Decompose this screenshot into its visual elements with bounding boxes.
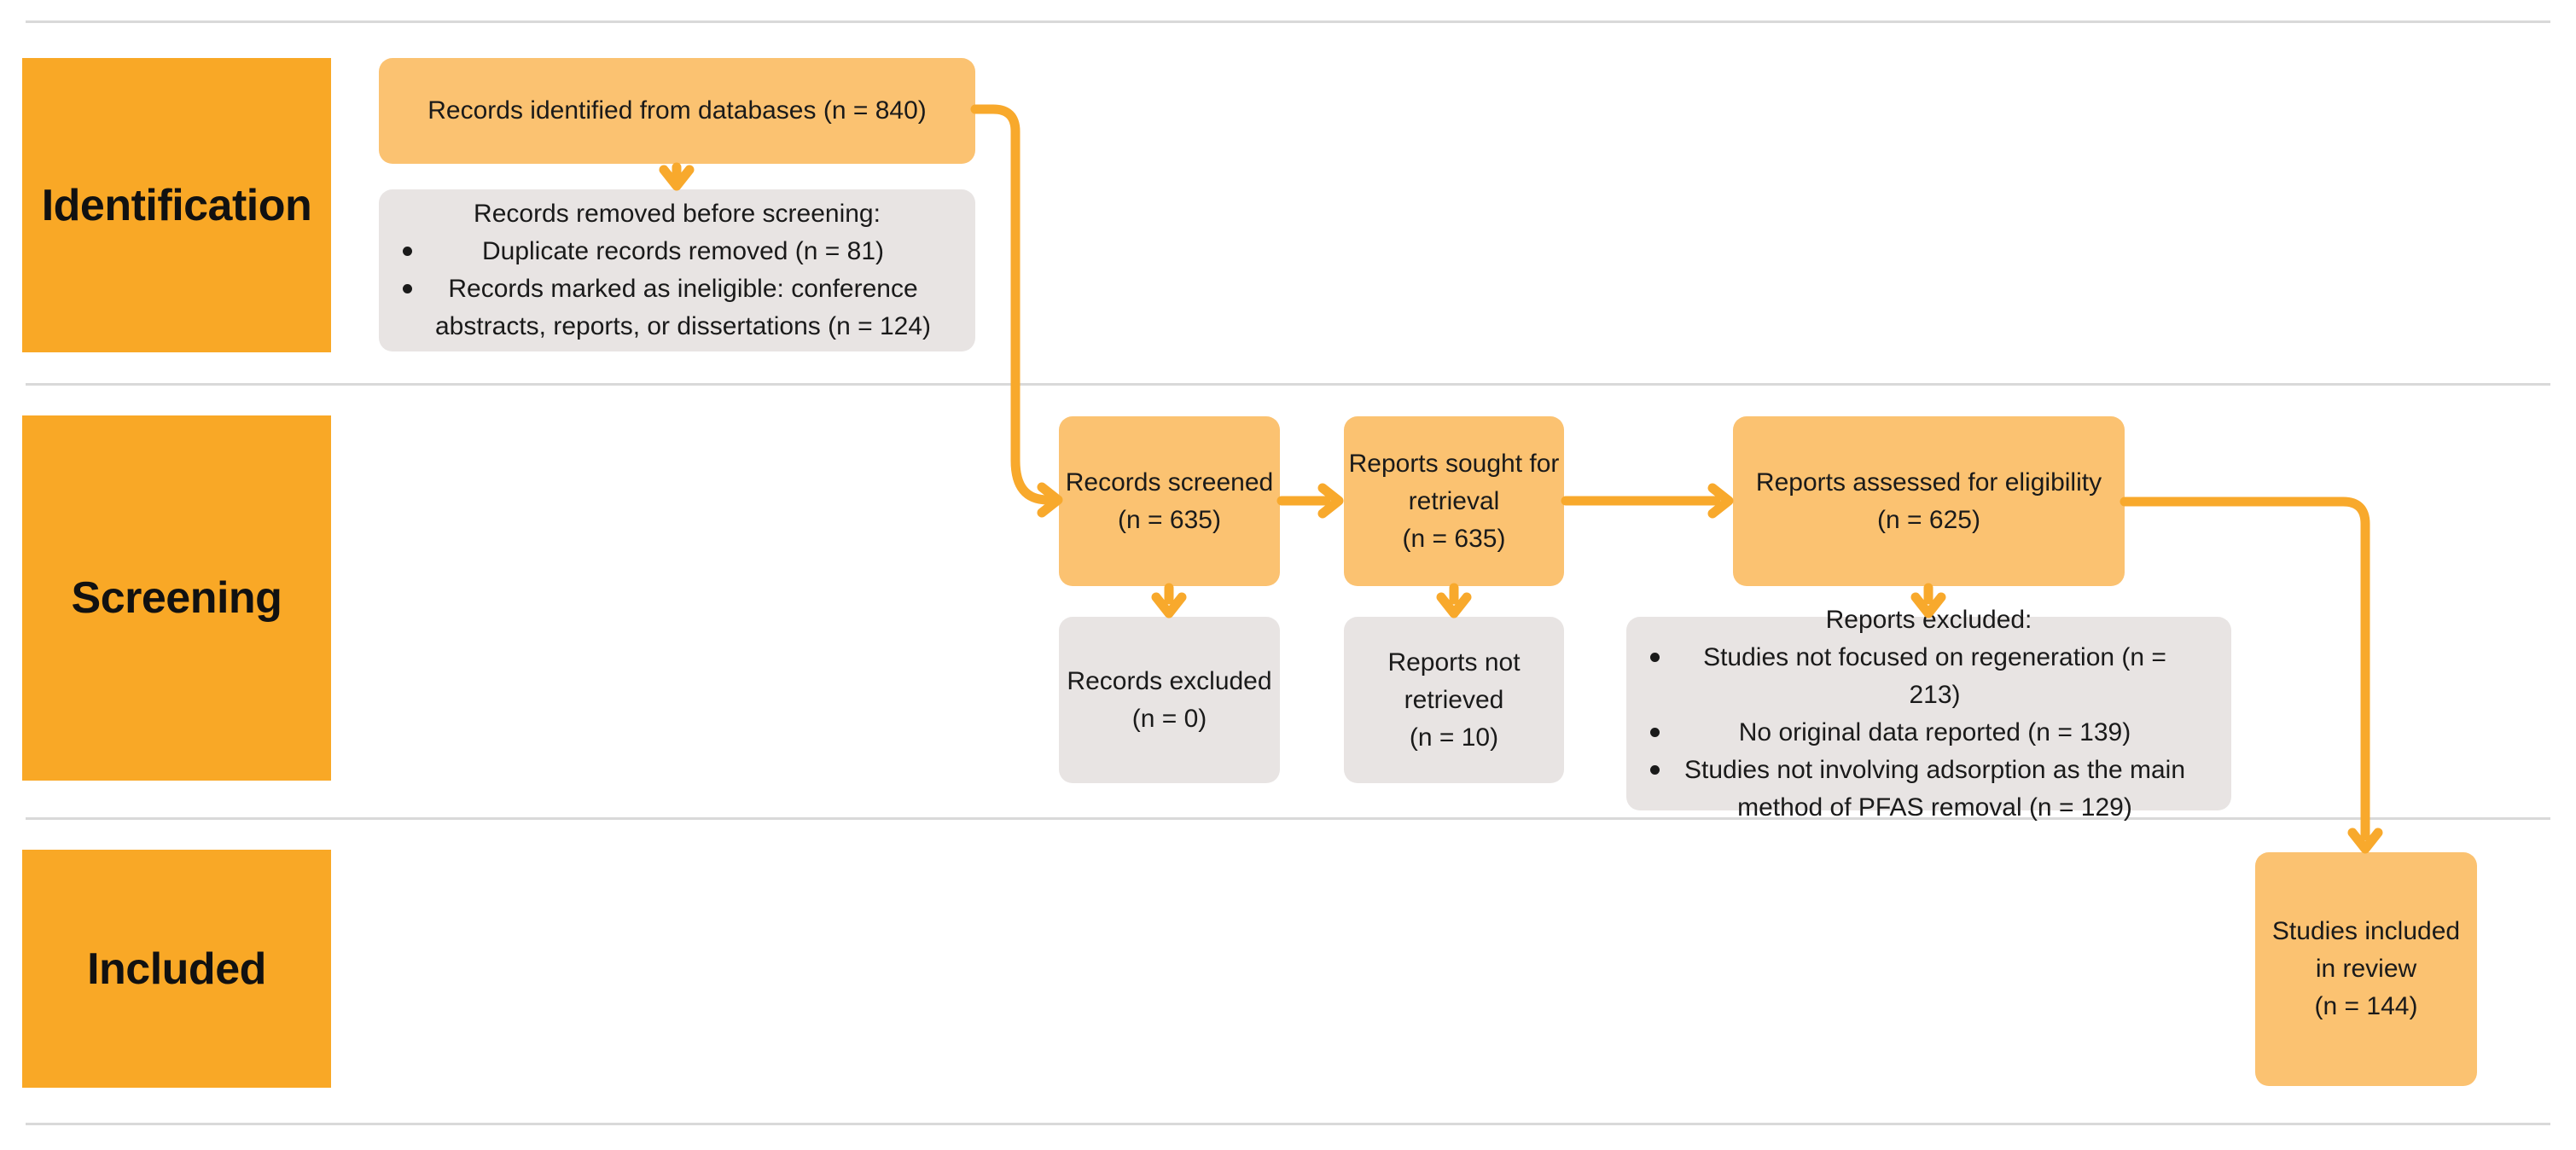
bullet-icon [1650,764,1660,775]
bullet-item: Studies not focused on regeneration (n =… [1626,639,2231,714]
box-reports-assessed: Reports assessed for eligibility (n = 62… [1733,416,2125,586]
arrowhead-right-icon [1037,482,1063,518]
box-text: Records excluded (n = 0) [1067,666,1272,733]
stage-label-text: Identification [41,180,312,230]
stage-label-text: Screening [71,573,282,623]
box-title: Reports excluded: [1825,605,2032,634]
box-records-removed: Records removed before screening: Duplic… [379,189,975,351]
section-divider-identification-screening [26,383,2550,386]
arrowhead-right-icon [1707,483,1734,519]
connector-identified-to-screened [970,104,1053,505]
box-reports-excluded: Reports excluded: Studies not focused on… [1626,606,2231,822]
stage-label-identification: Identification [22,58,331,352]
bullet-item: Records marked as ineligible: conference… [379,270,975,346]
arrowhead-down-icon [2347,828,2383,854]
arrowhead-down-icon [1151,592,1187,619]
box-studies-included: Studies included in review (n = 144) [2255,852,2477,1086]
stage-label-included: Included [22,850,331,1088]
bullet-text: No original data reported (n = 139) [1738,717,2131,746]
stage-label-text: Included [87,944,266,994]
arrowhead-down-icon [659,165,695,191]
box-text: Studies included in review (n = 144) [2271,917,2461,1020]
section-divider-bottom [26,1123,2550,1125]
arrowhead-down-icon [1436,592,1472,619]
bullet-icon [1650,652,1660,662]
box-title: Records removed before screening: [474,200,881,228]
bullet-icon [403,247,412,256]
box-records-screened: Records screened (n = 635) [1059,416,1280,586]
bullet-list: Duplicate records removed (n = 81) Recor… [379,233,975,346]
box-records-identified: Records identified from databases (n = 8… [379,58,975,164]
bullet-item: No original data reported (n = 139) [1626,714,2231,752]
bullet-icon [403,284,412,293]
box-records-excluded: Records excluded (n = 0) [1059,617,1280,783]
box-reports-sought: Reports sought for retrieval (n = 635) [1344,416,1564,586]
bullet-list: Studies not focused on regeneration (n =… [1626,639,2231,827]
stage-label-screening: Screening [22,415,331,781]
bullet-text: Studies not focused on regeneration (n =… [1703,642,2166,709]
section-divider-top [26,20,2550,23]
bullet-item: Duplicate records removed (n = 81) [379,233,975,270]
bullet-item: Studies not involving adsorption as the … [1626,752,2231,827]
arrowhead-right-icon [1317,483,1344,519]
box-text: Reports sought for retrieval (n = 635) [1348,449,1560,553]
box-reports-not-retrieved: Reports not retrieved (n = 10) [1344,617,1564,783]
box-text: Reports not retrieved (n = 10) [1387,648,1521,752]
section-divider-screening-included [26,817,2550,820]
bullet-text: Duplicate records removed (n = 81) [481,237,885,265]
box-text: Reports assessed for eligibility (n = 62… [1755,468,2102,534]
bullet-text: Studies not involving adsorption as the … [1683,755,2186,822]
bullet-text: Records marked as ineligible: conference… [434,275,932,340]
box-text: Records identified from databases (n = 8… [427,96,927,125]
bullet-icon [1650,727,1660,737]
box-text: Records screened (n = 635) [1065,468,1274,534]
